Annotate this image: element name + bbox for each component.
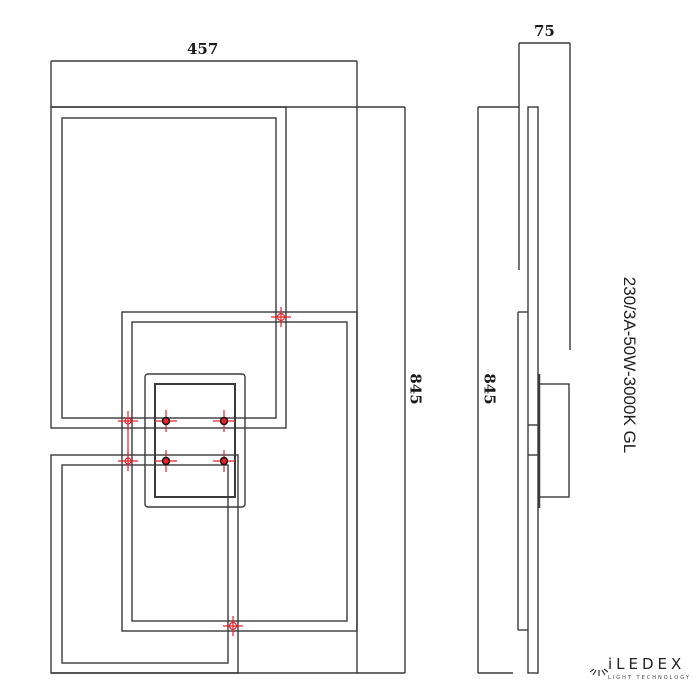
- side-height-label: 845: [480, 373, 499, 405]
- canopy-box: [144, 373, 246, 508]
- frame-top-left: [50, 106, 287, 429]
- brand-name: iLEDEX: [608, 655, 686, 673]
- mount-point-icon: [223, 616, 243, 636]
- screw-hole-icon: [213, 450, 235, 472]
- screw-hole-icon: [155, 410, 177, 432]
- frame-middle-right: [121, 311, 358, 632]
- front-width-label: 457: [187, 40, 219, 58]
- screw-hole-icon: [155, 450, 177, 472]
- width-dimension: [50, 60, 358, 673]
- mount-markers: [118, 307, 291, 636]
- screw-hole-icon: [213, 410, 235, 432]
- sun-rays-icon: [590, 668, 608, 676]
- mount-point-icon: [271, 307, 291, 327]
- brand-tagline: LIGHT TECHNOLOGY: [608, 675, 691, 681]
- brand-logo: iLEDEX LIGHT TECHNOLOGY: [590, 655, 700, 695]
- front-height-label: 845: [406, 373, 425, 405]
- side-depth-label: 75: [534, 22, 555, 40]
- side-view: [477, 42, 571, 674]
- spec-text: 230/3A-50W-3000K GL: [620, 276, 640, 454]
